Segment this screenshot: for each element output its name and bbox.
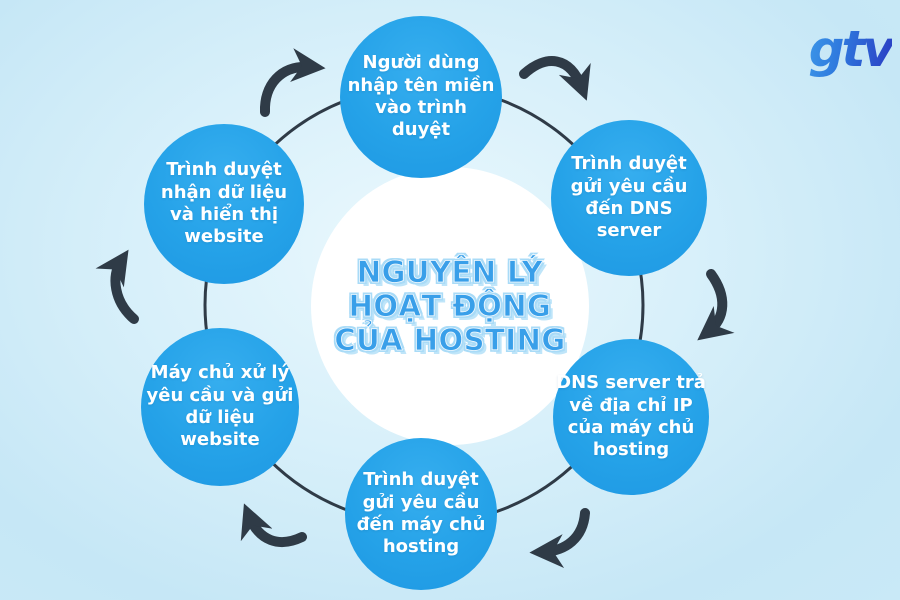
arrow-step2-to-step3-icon: [697, 269, 735, 341]
cycle-node-step-1: Người dùng nhập tên miền vào trình duyệt: [340, 16, 502, 178]
arrow-step6-to-step1-icon: [259, 48, 326, 117]
diagram-title-line-3: CỦA HOSTING: [334, 323, 566, 358]
cycle-node-step-6-label: Trình duyệt nhận dữ liệu và hiển thị web…: [160, 159, 288, 248]
cycle-node-step-5: Máy chủ xử lý yêu cầu và gửi dữ liệu web…: [141, 328, 299, 486]
cycle-node-step-2: Trình duyệt gửi yêu cầu đến DNS server: [551, 120, 707, 276]
arrow-step3-to-step4-icon: [529, 508, 590, 569]
gtv-logo: gtv: [772, 18, 895, 80]
diagram-title-line-2: HOẠT ĐỘNG: [348, 288, 552, 323]
arrow-step4-to-step5-icon: [240, 503, 307, 547]
cycle-node-step-4-label: Trình duyệt gửi yêu cầu đến máy chủ host…: [356, 469, 486, 558]
cycle-node-step-3-label: DNS server trả về địa chỉ IP của máy chủ…: [556, 372, 706, 461]
cycle-node-step-5-label: Máy chủ xử lý yêu cầu và gửi dữ liệu web…: [146, 362, 294, 451]
cycle-node-step-6: Trình duyệt nhận dữ liệu và hiển thị web…: [144, 124, 304, 284]
diagram-title-line-1: NGUYÊN LÝ: [356, 254, 544, 289]
cycle-node-step-1-label: Người dùng nhập tên miền vào trình duyệt: [347, 52, 495, 141]
arrow-step5-to-step6-icon: [95, 249, 139, 324]
cycle-node-step-3: DNS server trả về địa chỉ IP của máy chủ…: [553, 339, 709, 495]
diagram-title: NGUYÊN LÝ HOẠT ĐỘNG CỦA HOSTING: [334, 254, 566, 358]
arrow-step1-to-step2-icon: [519, 56, 591, 101]
cycle-node-step-2-label: Trình duyệt gửi yêu cầu đến DNS server: [570, 153, 688, 242]
cycle-node-step-4: Trình duyệt gửi yêu cầu đến máy chủ host…: [345, 438, 497, 590]
center-circle: NGUYÊN LÝ HOẠT ĐỘNG CỦA HOSTING: [311, 167, 589, 445]
